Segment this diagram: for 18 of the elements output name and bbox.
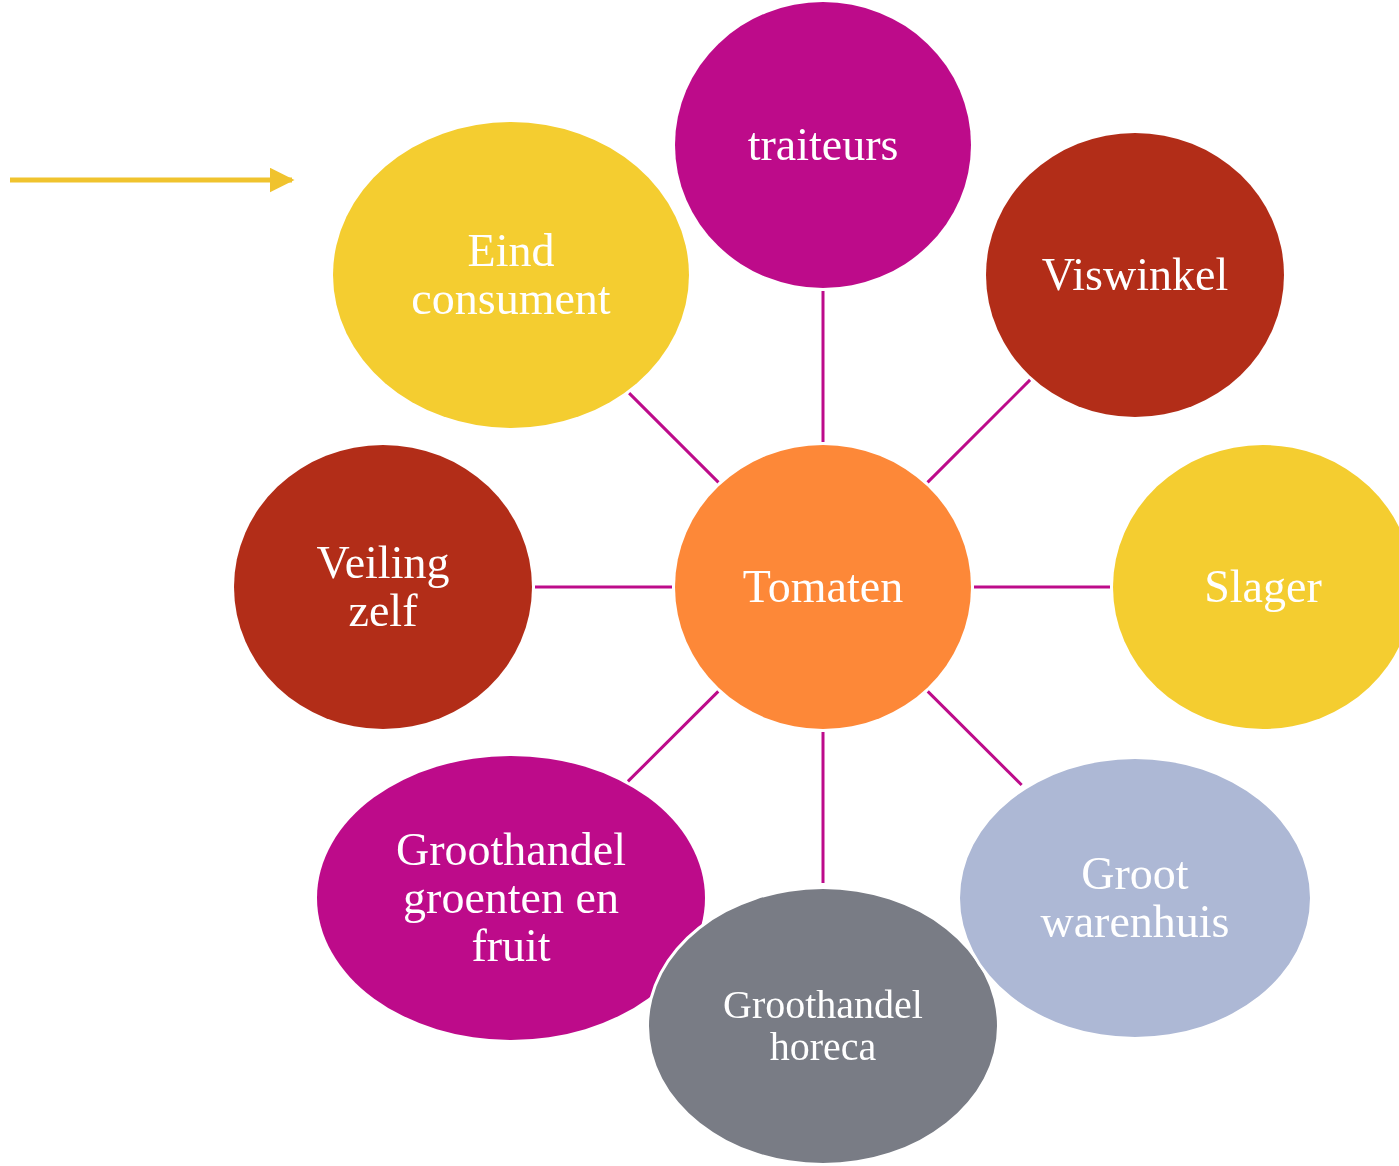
node-label: Veiling zelf (315, 538, 451, 636)
connector-line (626, 690, 720, 783)
connector-line (628, 392, 720, 484)
node-label: Groothandel groenten en fruit (395, 825, 627, 971)
node-label: Groothandel horeca (722, 984, 924, 1068)
arrow (10, 167, 295, 193)
node-label: Eind consument (410, 226, 612, 324)
node-label: traiteurs (747, 120, 899, 170)
connector-line (535, 585, 672, 589)
connector-line (926, 690, 1023, 787)
node-label: Viswinkel (1041, 250, 1229, 300)
connector-line (821, 732, 825, 883)
connector-line (926, 378, 1032, 484)
node-label: Groot warenhuis (1039, 849, 1231, 947)
connector-line (821, 291, 825, 442)
node-label: Slager (1204, 562, 1322, 612)
connector-line (974, 585, 1110, 589)
node-label: Tomaten (742, 562, 904, 612)
